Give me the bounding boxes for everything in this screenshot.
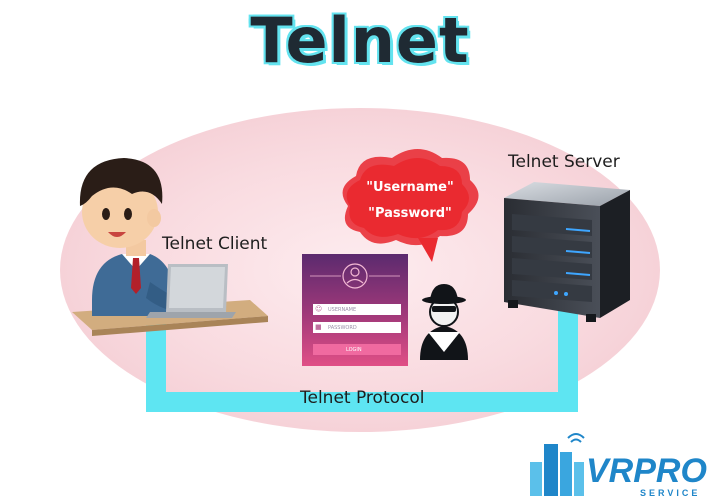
client-label: Telnet Client — [162, 234, 268, 254]
page-title: Telnet — [250, 4, 470, 77]
login-panel-graphic — [302, 254, 408, 366]
server-icon — [504, 182, 630, 322]
laptop-icon — [146, 264, 236, 318]
logo-text: VRPRO — [586, 452, 707, 490]
credentials-bubble — [342, 149, 479, 262]
logo-subtext: SERVICE — [640, 488, 701, 498]
username-credential: "Username" — [366, 180, 454, 195]
login-button: LOGIN — [346, 347, 362, 353]
password-credential: "Password" — [368, 206, 452, 221]
user-icon: ☺ — [315, 305, 323, 313]
protocol-label: Telnet Protocol — [300, 388, 425, 408]
hacker-icon — [420, 284, 468, 360]
vrpro-logo-icon — [530, 433, 585, 496]
password-field: PASSWORD — [328, 325, 357, 331]
lock-icon: ■ — [315, 323, 322, 331]
username-field: USERNAME — [328, 307, 357, 313]
protocol-connector — [146, 300, 578, 412]
server-label: Telnet Server — [508, 152, 620, 172]
